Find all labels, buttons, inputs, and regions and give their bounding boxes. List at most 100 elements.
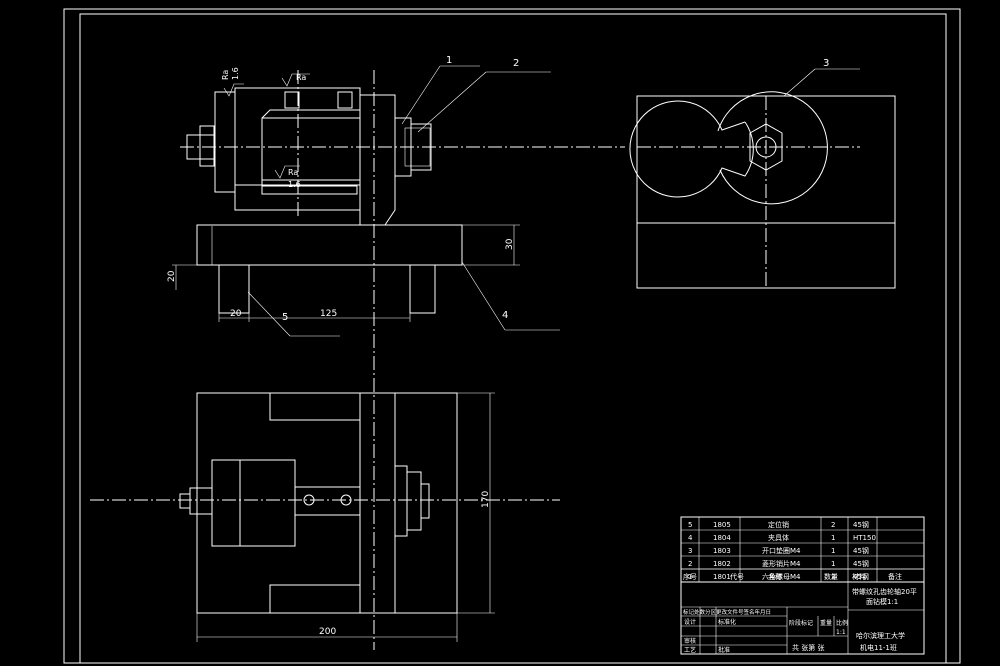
dim-20-horizontal: 20: [230, 309, 242, 319]
leader-3: [783, 68, 816, 97]
class-name: 机电11-1班: [860, 643, 897, 652]
surface-symbol-2: [281, 73, 310, 87]
leader-5: [247, 291, 291, 337]
bom-code: 1804: [713, 534, 731, 542]
balloon-1: 1: [446, 55, 452, 66]
designer-label: 设计: [684, 618, 696, 626]
sheet-count: 共 张第 张: [792, 643, 824, 652]
approve-label: 批准: [718, 646, 730, 654]
dim-200: 200: [319, 627, 336, 637]
surface-symbol-1: [223, 83, 244, 97]
balloon-2: 2: [513, 58, 519, 69]
plan-shaft-left: [189, 487, 213, 515]
bom-header-qty: 数量: [824, 572, 838, 581]
dim-30: 30: [505, 238, 515, 250]
right-view: 3: [629, 58, 896, 289]
scale-label: 比例: [836, 619, 848, 627]
bom-name: 开口垫圈M4: [762, 546, 801, 555]
bom-row: 5 1805 定位销 2 45钢: [688, 520, 869, 529]
bom-row: 2 1802 菱形销片M4 1 45钢: [688, 559, 869, 568]
bom-code: 1803: [713, 547, 731, 555]
bom-header-name: 名称: [768, 572, 782, 581]
weight-label: 重量: [820, 619, 832, 627]
outer-border: [63, 8, 961, 664]
front-view: Ra 1.6 Ra Ra 1.6 1 2 4 5 30 20 20 125: [167, 55, 625, 650]
leader-1: [401, 65, 441, 125]
dim-125: 125: [320, 309, 337, 319]
pin-hole: [261, 185, 358, 195]
bom-header-no: 序号: [683, 572, 697, 581]
open-washer: [629, 100, 754, 198]
plan-nut-1: [394, 465, 408, 537]
surface-symbol-3: [274, 165, 300, 179]
bom-material: 45钢: [853, 572, 869, 581]
bom-row: 1 1801 六角螺母M4 2 45钢: [688, 572, 869, 581]
bom-header-material: 材料: [852, 572, 866, 581]
vertical-support: [359, 94, 396, 226]
bom-row: 3 1803 开口垫圈M4 1 45钢: [688, 546, 869, 555]
dim-170: 170: [481, 491, 491, 508]
title-block: 带螺纹孔齿轮轴20平 面钻模1:1 标记处数分区更改文件号签名年月日 设计 标准…: [680, 581, 925, 655]
bom-code: 1802: [713, 560, 731, 568]
bom-material: HT150: [853, 534, 876, 542]
surface-mark-16: 1.6: [231, 67, 240, 80]
base-plate: [196, 224, 463, 266]
bom-code: 1805: [713, 521, 731, 529]
plan-slot-plate: [294, 486, 361, 516]
plan-view: 170 200: [90, 392, 560, 642]
leader-2: [417, 71, 487, 133]
balloon-3: 3: [823, 58, 829, 69]
bom-material: 45钢: [853, 559, 869, 568]
bom-code: 1801: [713, 573, 731, 581]
bom-table: 5 1805 定位销 2 45钢 4 1804 夹具体 1 HT150 3 18…: [680, 516, 925, 583]
workpiece: [261, 117, 361, 181]
drill-bush-a: [284, 91, 300, 109]
bom-header-note: 备注: [888, 572, 902, 581]
plan-body: [239, 459, 296, 547]
bom-row: 4 1804 夹具体 1 HT150: [688, 533, 876, 542]
scale-value: 1:1: [836, 629, 846, 636]
leader-4: [461, 261, 506, 331]
drill-bush-b: [337, 91, 353, 109]
bom-qty: 1: [831, 547, 835, 555]
bom-qty: 2: [831, 573, 835, 581]
bom-name: 六角螺母M4: [762, 572, 801, 581]
plan-nut-3: [420, 483, 430, 519]
bom-material: 45钢: [853, 520, 869, 529]
bom-no: 2: [688, 560, 692, 568]
foot-right: [409, 264, 436, 314]
surface-mark-ra-1: Ra: [221, 70, 230, 80]
surface-mark-ra-2: Ra: [296, 73, 306, 82]
plan-clamp: [211, 459, 241, 547]
dim-20-vertical: 20: [167, 270, 177, 282]
process-label: 工艺: [684, 646, 696, 654]
drawing-title-line1: 带螺纹孔齿轮轴20平: [852, 587, 917, 596]
plan-shaft-stub: [179, 493, 191, 509]
inner-border: [79, 13, 947, 664]
balloon-4: 4: [502, 310, 508, 321]
plan-lower-notch: [269, 584, 361, 613]
foot-left: [218, 264, 250, 314]
bom-name: 夹具体: [768, 533, 789, 542]
plan-upper-notch: [269, 393, 361, 421]
plan-outline: [196, 392, 458, 614]
surface-mark-16-mid: 1.6: [288, 180, 301, 189]
bom-name: 定位销: [768, 520, 789, 529]
review-label: 审核: [684, 637, 696, 645]
title-block-outline: [680, 581, 925, 655]
bom-name: 菱形销片M4: [762, 559, 801, 568]
revision-columns: 标记处数分区更改文件号签名年月日: [683, 608, 771, 616]
bom-qty: 1: [831, 534, 835, 542]
bom-no: 4: [688, 534, 693, 542]
balloon-5: 5: [282, 312, 288, 323]
bom-qty: 1: [831, 560, 835, 568]
drawing-title-line2: 面钻模1:1: [866, 597, 898, 606]
bom-no: 1: [688, 573, 692, 581]
bom-header-row: 序号 代号 名称 数量 材料 备注: [683, 572, 902, 581]
standardize-label: 标准化: [718, 618, 736, 626]
bom-no: 3: [688, 547, 692, 555]
clamp-block: [214, 91, 236, 193]
plan-nut-2: [406, 471, 422, 531]
bom-qty: 2: [831, 521, 835, 529]
